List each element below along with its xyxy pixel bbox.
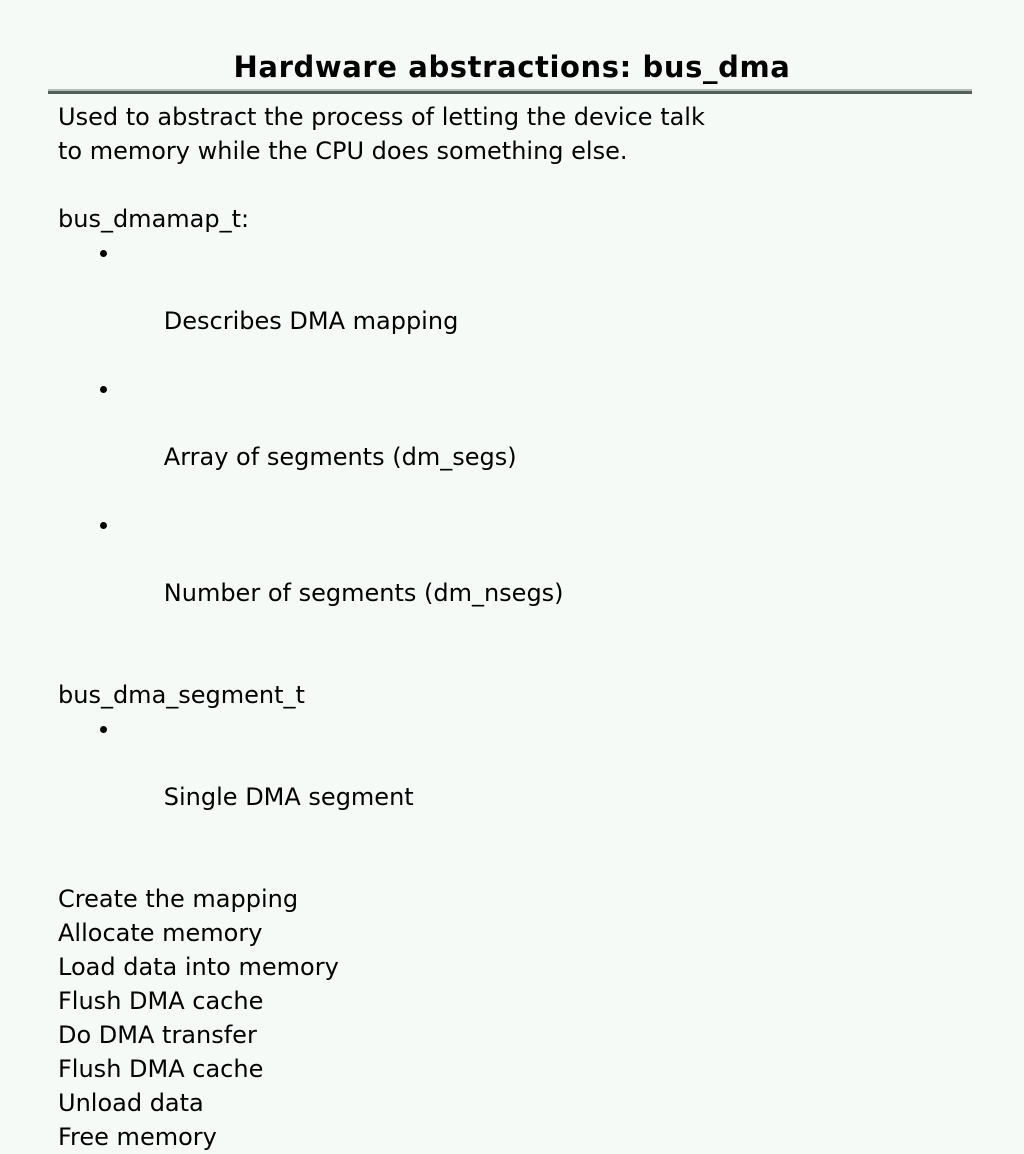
- list-item: Number of segments (dm_nsegs): [58, 508, 988, 644]
- title-divider-highlight: [48, 89, 972, 91]
- intro-line: to memory while the CPU does something e…: [58, 137, 628, 165]
- step-line: Free memory: [58, 1123, 217, 1151]
- list-item-label: Number of segments (dm_nsegs): [163, 579, 564, 607]
- bullet-dot-icon: [100, 522, 107, 529]
- page-title: Hardware abstractions: bus_dma: [233, 50, 791, 84]
- section-heading-bus-dma-segment-t: bus_dma_segment_t: [58, 681, 305, 709]
- section-heading-bus-dmamap-t: bus_dmamap_t:: [58, 205, 250, 233]
- slide: Hardware abstractions: bus_dma Used to a…: [48, 50, 972, 1151]
- step-line: Do DMA transfer: [58, 1021, 257, 1049]
- bullet-dot-icon: [100, 386, 107, 393]
- spacer: [58, 168, 988, 202]
- list-item: Describes DMA mapping: [58, 236, 988, 372]
- step-line: Create the mapping: [58, 885, 299, 913]
- spacer: [58, 644, 988, 678]
- title-divider-shadow: [48, 91, 972, 94]
- step-line: Load data into memory: [58, 953, 339, 981]
- step-line: Allocate memory: [58, 919, 263, 947]
- bullet-dot-icon: [100, 250, 107, 257]
- spacer: [58, 848, 988, 882]
- list-item: Array of segments (dm_segs): [58, 372, 988, 508]
- title-divider: [48, 89, 972, 94]
- slide-body: Used to abstract the process of letting …: [58, 100, 988, 1154]
- step-line: Flush DMA cache: [58, 1055, 264, 1083]
- bullet-dot-icon: [100, 726, 107, 733]
- step-line: Unload data: [58, 1089, 204, 1117]
- step-line: Flush DMA cache: [58, 987, 264, 1015]
- list-item-label: Single DMA segment: [163, 783, 414, 811]
- intro-line: Used to abstract the process of letting …: [58, 103, 705, 131]
- list-item-label: Array of segments (dm_segs): [163, 443, 517, 471]
- list-item-label: Describes DMA mapping: [163, 307, 459, 335]
- list-item: Single DMA segment: [58, 712, 988, 848]
